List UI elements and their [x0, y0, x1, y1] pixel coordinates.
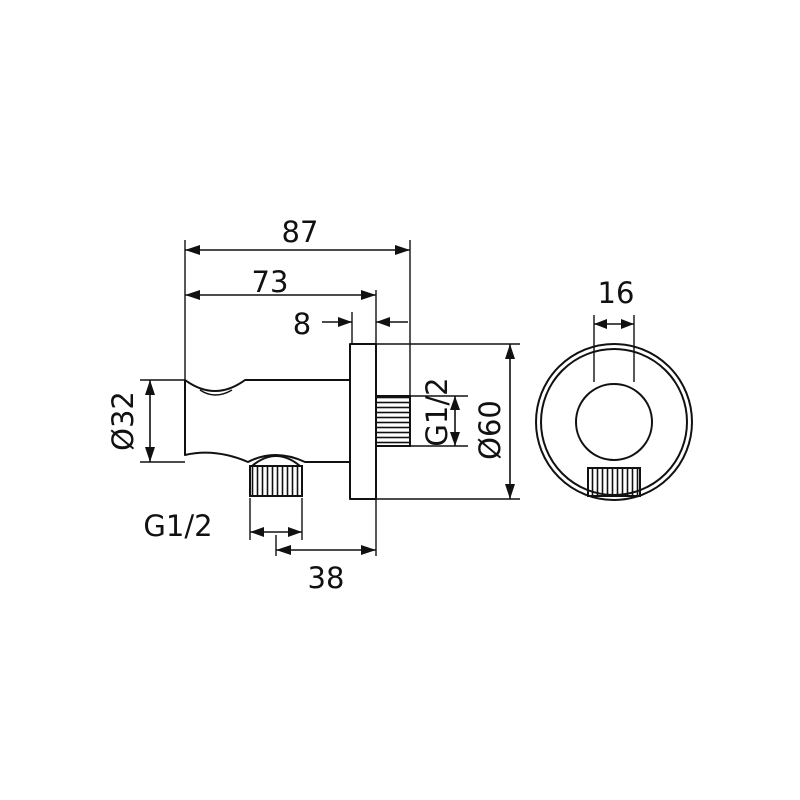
label-outlet-offset: 38 — [308, 561, 345, 595]
front-thread — [587, 467, 641, 497]
wall-flange — [349, 343, 377, 500]
inlet-thread — [375, 395, 411, 447]
holder-groove — [199, 389, 233, 396]
holder-circle — [575, 383, 653, 461]
dimension-lines — [140, 240, 635, 556]
label-body-diameter: Ø32 — [106, 391, 140, 451]
front-view — [535, 343, 693, 501]
holder-body — [184, 379, 351, 463]
label-outlet-thread: G1/2 — [143, 509, 212, 543]
outlet-thread — [249, 455, 303, 497]
label-overall-length: 87 — [282, 215, 319, 249]
label-flange-diameter: Ø60 — [473, 400, 507, 460]
dimension-labels: 87 73 8 Ø32 G1/2 Ø60 G1/2 38 16 — [106, 215, 634, 595]
label-body-length: 73 — [252, 265, 289, 299]
side-view — [184, 343, 411, 500]
label-inlet-thread: G1/2 — [420, 377, 454, 446]
label-flange-thickness: 8 — [293, 307, 311, 341]
flange-outer-circle — [535, 343, 693, 501]
label-thread-width: 16 — [598, 276, 635, 310]
